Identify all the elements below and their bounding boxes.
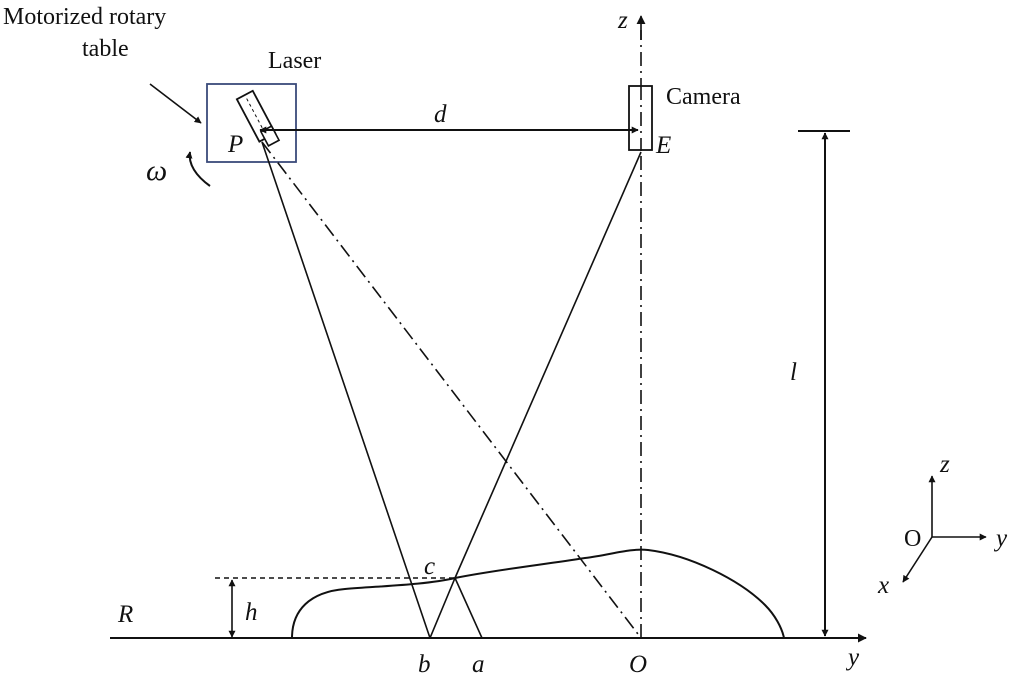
label-h: h (245, 599, 258, 626)
label-omega: ω (146, 154, 167, 187)
camera-ray-to-a (454, 151, 642, 579)
inset-x-label: x (877, 572, 889, 599)
label-camera: Camera (666, 84, 741, 110)
label-motorized-line1: Motorized rotary (3, 4, 166, 30)
rotary-table-pointer-arrow (149, 83, 202, 124)
inset-z-label: z (939, 451, 950, 478)
label-y-axis: y (845, 644, 860, 671)
camera-ray-continue (454, 577, 483, 639)
surface-profile (291, 548, 785, 639)
laser-dashdot-to-O (261, 141, 642, 639)
label-R: R (117, 601, 133, 628)
motorized-rotary-table-box (206, 83, 297, 163)
omega-rotation-arrow (185, 151, 211, 187)
label-O: O (629, 651, 647, 678)
camera-ray-left (429, 577, 456, 639)
inset-y-label: y (993, 525, 1008, 552)
label-b: b (418, 651, 431, 678)
label-c: c (424, 553, 435, 580)
label-E: E (655, 132, 671, 159)
label-z-top: z (617, 7, 628, 34)
laser-ray-to-b (261, 141, 431, 639)
label-a: a (472, 651, 485, 678)
label-P: P (227, 131, 243, 158)
inset-x-axis (902, 536, 933, 583)
label-d: d (434, 101, 447, 128)
label-l: l (790, 359, 797, 386)
coordinate-axes-inset: O z y x (877, 451, 1008, 599)
label-laser: Laser (268, 48, 321, 74)
label-motorized-line2: table (82, 36, 129, 62)
inset-origin-label: O (904, 526, 921, 552)
